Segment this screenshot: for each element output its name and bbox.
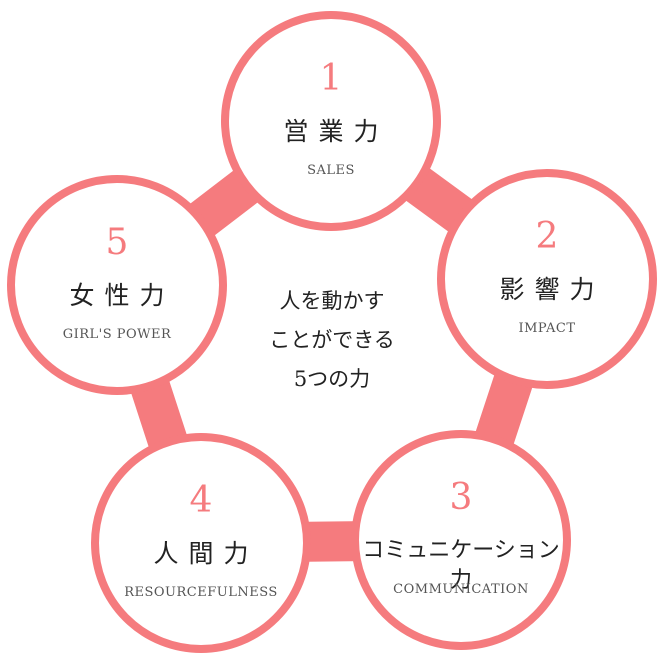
power-node-sales: 1 営業力 SALES [221,11,441,231]
node-subtitle: RESOURCEFULNESS [124,585,278,600]
node-subtitle: COMMUNICATION [393,582,529,597]
node-title: 人間力 [153,539,259,568]
node-title: 影響力 [499,275,605,304]
node-number: 1 [319,58,343,99]
node-title: 営業力 [283,117,389,146]
center-caption-line: 5つの力 [293,367,371,391]
node-number: 4 [189,480,213,521]
center-caption-line: ことができる [269,328,395,352]
node-subtitle: IMPACT [518,321,576,336]
node-title: コミュニケーション力 [362,538,560,593]
power-node-resourcefulness: 4 人間力 RESOURCEFULNESS [91,433,311,653]
node-number: 3 [449,477,473,518]
power-node-communication: 3 コミュニケーション力 COMMUNICATION [351,430,571,650]
center-caption-line: 人を動かす [279,289,385,313]
power-node-impact: 2 影響力 IMPACT [437,169,657,389]
center-caption: 人を動かす ことができる 5つの力 [232,282,432,399]
node-number: 2 [535,216,559,257]
node-title: 女性力 [69,281,175,310]
node-subtitle: SALES [307,163,355,178]
node-subtitle: GIRL'S POWER [62,327,172,342]
node-number: 5 [105,222,129,263]
power-node-girls-power: 5 女性力 GIRL'S POWER [7,175,227,395]
